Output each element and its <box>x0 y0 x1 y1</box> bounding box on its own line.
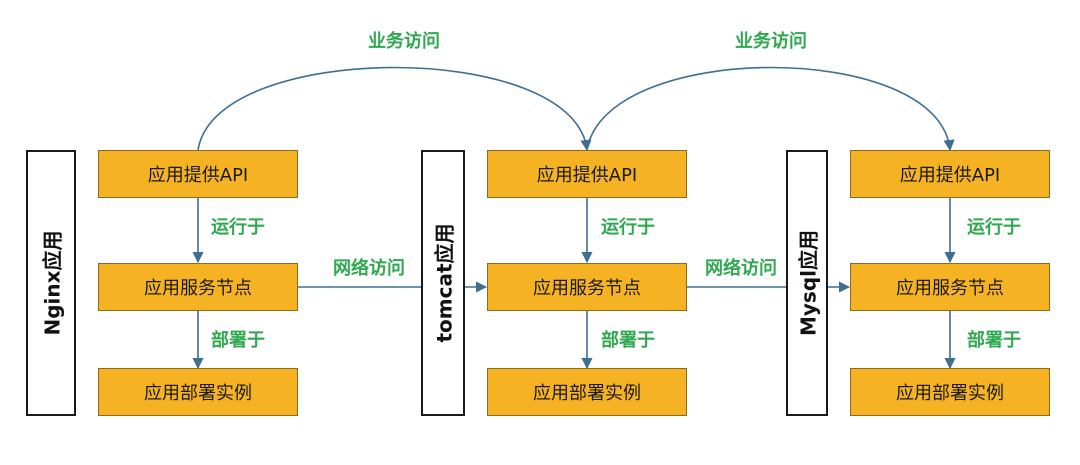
app-label-nginx: Nginx应用 <box>40 230 65 336</box>
app-label-tomcat: tomcat应用 <box>432 223 457 343</box>
deployed-on-label-mysql: 部署于 <box>967 330 1021 351</box>
tomcat-app-container: tomcat应用 <box>421 150 465 416</box>
service-node-box-nginx: 应用服务节点 <box>98 263 298 311</box>
deploy-instance-box-nginx: 应用部署实例 <box>98 368 298 416</box>
runs-on-label-mysql: 运行于 <box>967 217 1021 238</box>
deploy-instance-box-tomcat: 应用部署实例 <box>487 368 687 416</box>
service-node-box-tomcat: 应用服务节点 <box>487 263 687 311</box>
business-access-arc-2 <box>586 66 955 152</box>
network-access-label-2: 网络访问 <box>705 258 777 279</box>
deployed-on-label-tomcat: 部署于 <box>601 330 655 351</box>
runs-on-label-tomcat: 运行于 <box>601 217 655 238</box>
service-node-box-mysql: 应用服务节点 <box>850 263 1050 311</box>
app-label-mysql: Mysql应用 <box>796 229 821 337</box>
api-box-tomcat: 应用提供API <box>487 150 687 198</box>
runs-on-label-nginx: 运行于 <box>211 217 265 238</box>
business-access-label-2: 业务访问 <box>735 31 807 52</box>
mysql-app-container: Mysql应用 <box>786 150 828 416</box>
business-access-arc-1 <box>197 66 592 152</box>
api-box-nginx: 应用提供API <box>98 150 298 198</box>
deployed-on-label-nginx: 部署于 <box>211 330 265 351</box>
network-access-label-1: 网络访问 <box>333 258 405 279</box>
business-access-label-1: 业务访问 <box>368 31 440 52</box>
api-box-mysql: 应用提供API <box>850 150 1050 198</box>
nginx-app-container: Nginx应用 <box>26 150 76 416</box>
deploy-instance-box-mysql: 应用部署实例 <box>850 368 1050 416</box>
